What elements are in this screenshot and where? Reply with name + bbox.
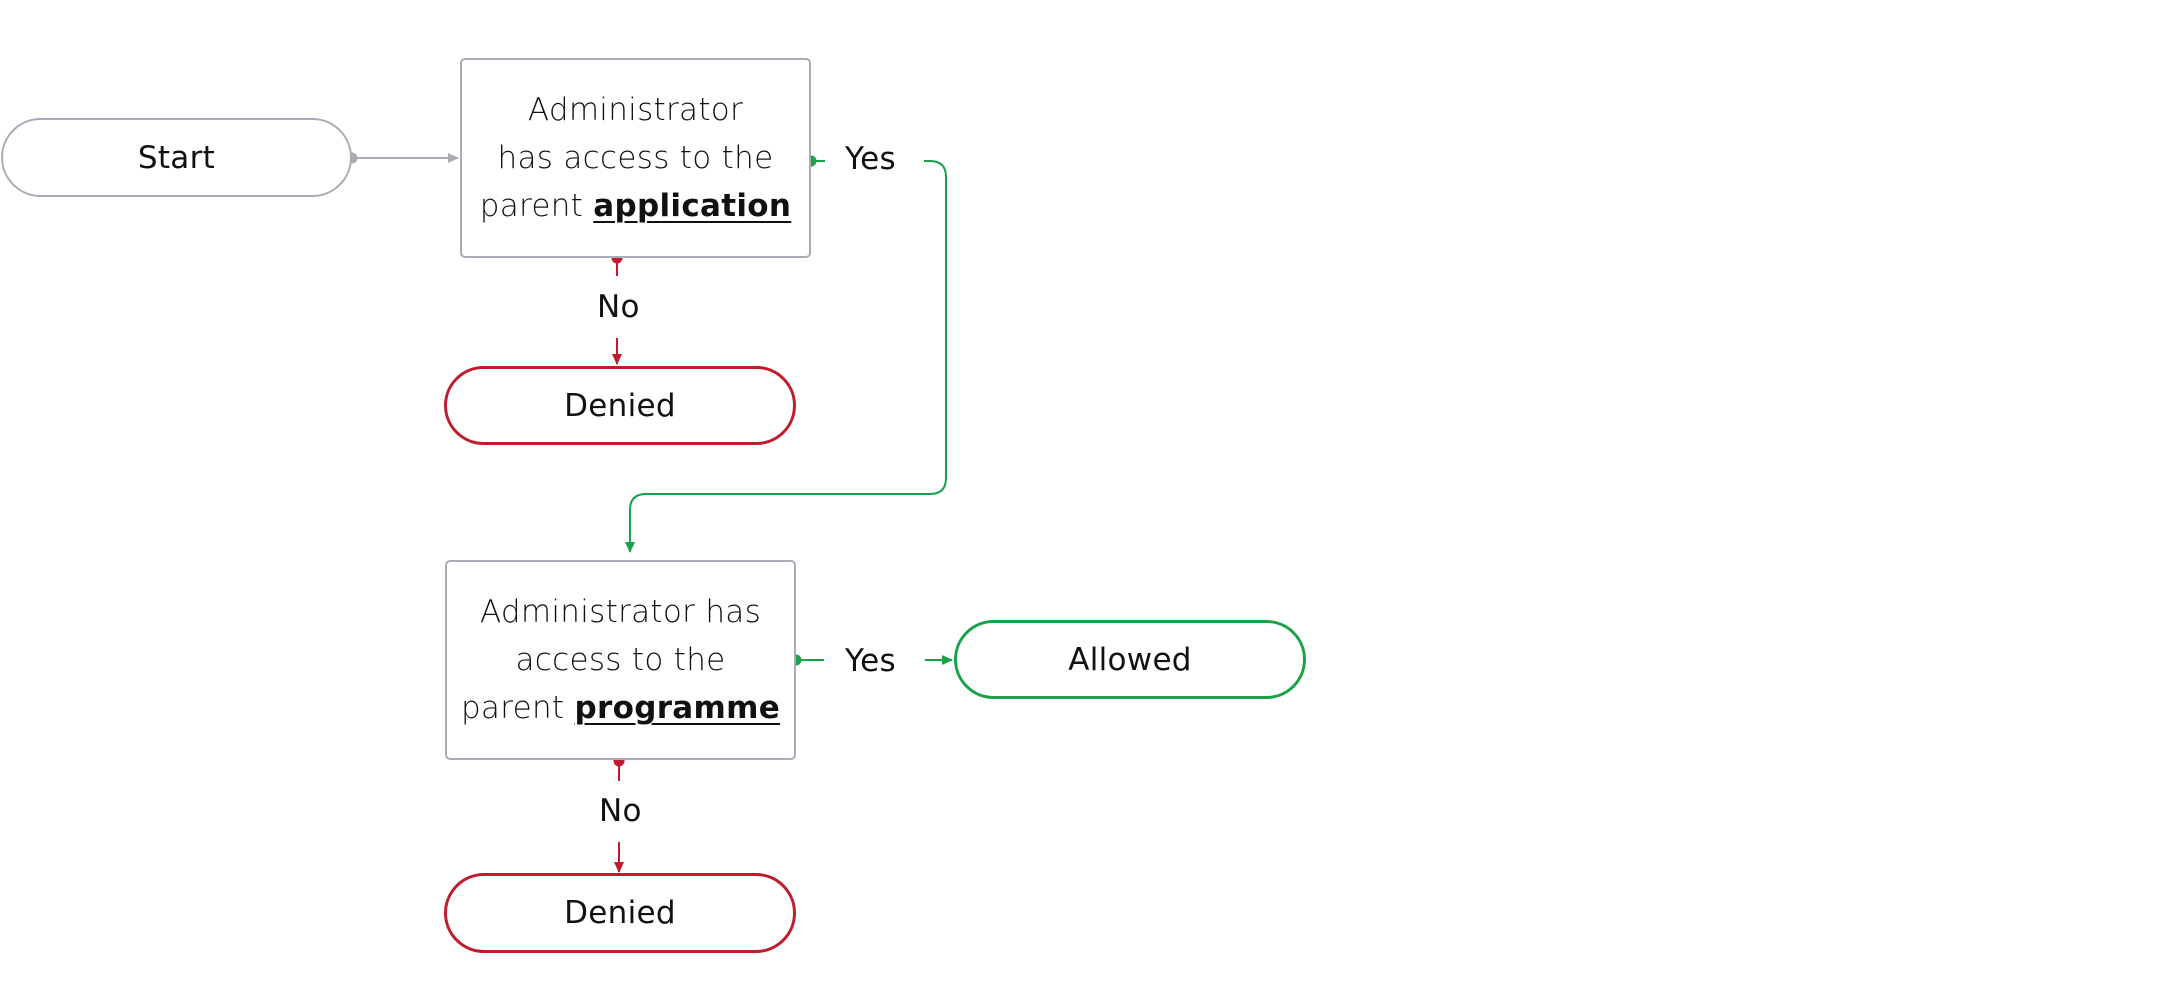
allowed-node: Allowed bbox=[954, 620, 1306, 699]
decision-programme-access: Administrator has access to the parent p… bbox=[445, 560, 796, 760]
denied-node-1-label: Denied bbox=[564, 387, 676, 424]
decision-application-access: Administrator has access to the parent a… bbox=[460, 58, 811, 258]
denied-node-2-label: Denied bbox=[564, 895, 676, 931]
denied-node-2: Denied bbox=[444, 873, 796, 953]
decision2-line2: access to the bbox=[515, 642, 726, 678]
decision1-line3: parent application bbox=[480, 182, 792, 230]
decision2-line3-prefix: parent bbox=[460, 690, 575, 726]
decision1-keyword: application bbox=[593, 188, 792, 224]
decision2-line1: Administrator has bbox=[479, 594, 762, 630]
decision2-keyword: programme bbox=[574, 690, 781, 726]
decision1-line2: has access to the bbox=[497, 140, 774, 176]
decision2-line3: parent programme bbox=[461, 684, 780, 732]
decision1-yes-label: Yes bbox=[845, 141, 896, 177]
denied-node-1: Denied bbox=[444, 366, 796, 445]
decision1-line3-prefix: parent bbox=[479, 188, 594, 224]
decision1-no-label: No bbox=[597, 289, 640, 325]
decision2-yes-label: Yes bbox=[845, 643, 896, 679]
allowed-node-label: Allowed bbox=[1068, 641, 1192, 678]
connector-start-to-decision1 bbox=[346, 152, 459, 164]
decision1-line1: Administrator bbox=[527, 92, 744, 128]
start-node: Start bbox=[1, 118, 352, 197]
start-node-label: Start bbox=[137, 139, 216, 176]
decision2-no-label: No bbox=[599, 793, 642, 829]
